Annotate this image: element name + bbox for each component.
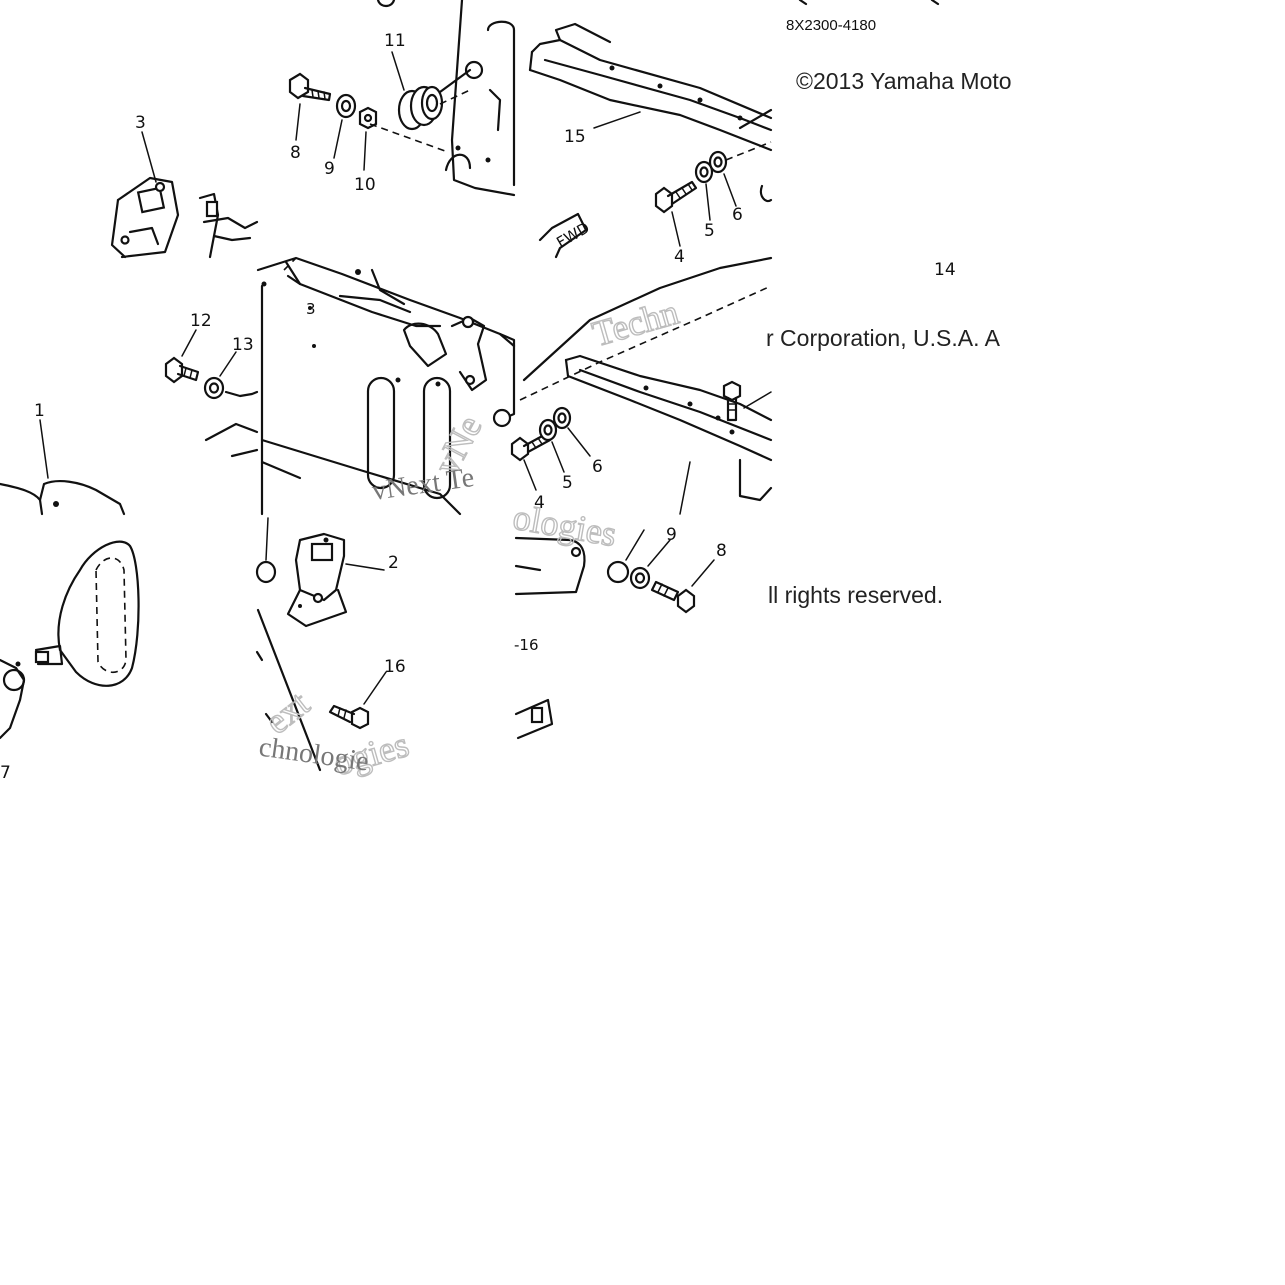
mount-block [514,536,586,596]
callout-2: 2 [388,553,399,573]
callout-3: 3 [135,113,146,133]
bolt-8-top [288,72,332,141]
tile-center-right: Techn 4 5 6 [510,256,773,515]
crossmember-15 [528,22,773,152]
clamp-part [198,192,259,259]
bolt-4-top [654,180,698,247]
strap-handle [0,540,140,740]
callout-11: 11 [384,31,406,51]
callout-5-top: 5 [704,221,715,241]
callout-1: 1 [34,401,45,421]
washer-9-top [333,93,357,159]
callout-9-top: 9 [324,159,335,179]
frame-body [256,256,516,516]
washer-13 [203,351,237,400]
bolt-4-mid [510,432,552,491]
callout-8-top: 8 [290,143,301,163]
bolt-16 [328,671,387,730]
bracket-3 [110,131,180,259]
tile-bottom-center: ext ogies chnologie 2 16 [255,517,414,784]
callout-10: 10 [354,175,376,195]
frame-plate [438,0,516,197]
callout-16: 16 [384,657,406,677]
tile-center: 3 vNext Te vNe [256,256,516,516]
tile-top-left: 3 [110,113,259,259]
watermark-ologies: ologies [510,497,619,554]
bracket-2 [286,532,385,628]
cover-1 [0,419,126,516]
tile-bottom-left: 7 [0,540,140,783]
nut-7 [255,517,277,584]
flange-bolt-14 [722,380,772,422]
small-bracket [514,698,554,740]
fwd-arrow: FWD [538,212,593,259]
washer-6-mid [552,406,591,457]
callout-7: 7 [0,763,11,783]
washer-large [606,529,645,584]
washer-6-top [708,150,737,207]
callout-4-top: 4 [674,247,685,267]
tile-top-middle: 11 8 9 10 [288,0,516,197]
crossmember-14 [564,354,773,502]
callout-9-bottom: 9 [666,525,677,545]
callout-8-bottom: 8 [716,541,727,561]
tile-middle-left: 12 13 1 [0,311,259,516]
callout-5-mid: 5 [562,473,573,493]
copyright-line-1: ©2013 Yamaha Moto [796,68,1012,94]
callout-12: 12 [190,311,212,331]
washer-5-top [694,160,714,221]
part-code: 8X2300-4180 [786,17,876,34]
bolt-8-bottom [650,559,715,614]
washer-9-bottom [629,539,671,590]
callout-15: 15 [564,127,586,147]
tile-top-right: FWD 15 4 5 6 [528,22,773,267]
washer-5-mid [538,418,565,473]
watermark-techn: Techn [588,292,683,355]
callout-13: 13 [232,335,254,355]
callout-6-top: 6 [732,205,743,225]
bolt-12 [164,329,200,384]
callout-6-mid: 6 [592,457,603,477]
callout-16-ref: -16 [514,636,539,654]
grommet-11 [391,51,444,131]
callout-3-frame: 3 [306,300,316,318]
copyright-line-2: r Corporation, U.S.A. A [766,325,1001,351]
callout-4-mid: 4 [534,493,545,513]
copyright-line-3: ll rights reserved. [768,582,943,608]
tile-bottom-right: ologies 9 8 -16 [509,496,727,740]
nut-10 [358,106,378,171]
callout-14: 14 [934,260,956,280]
